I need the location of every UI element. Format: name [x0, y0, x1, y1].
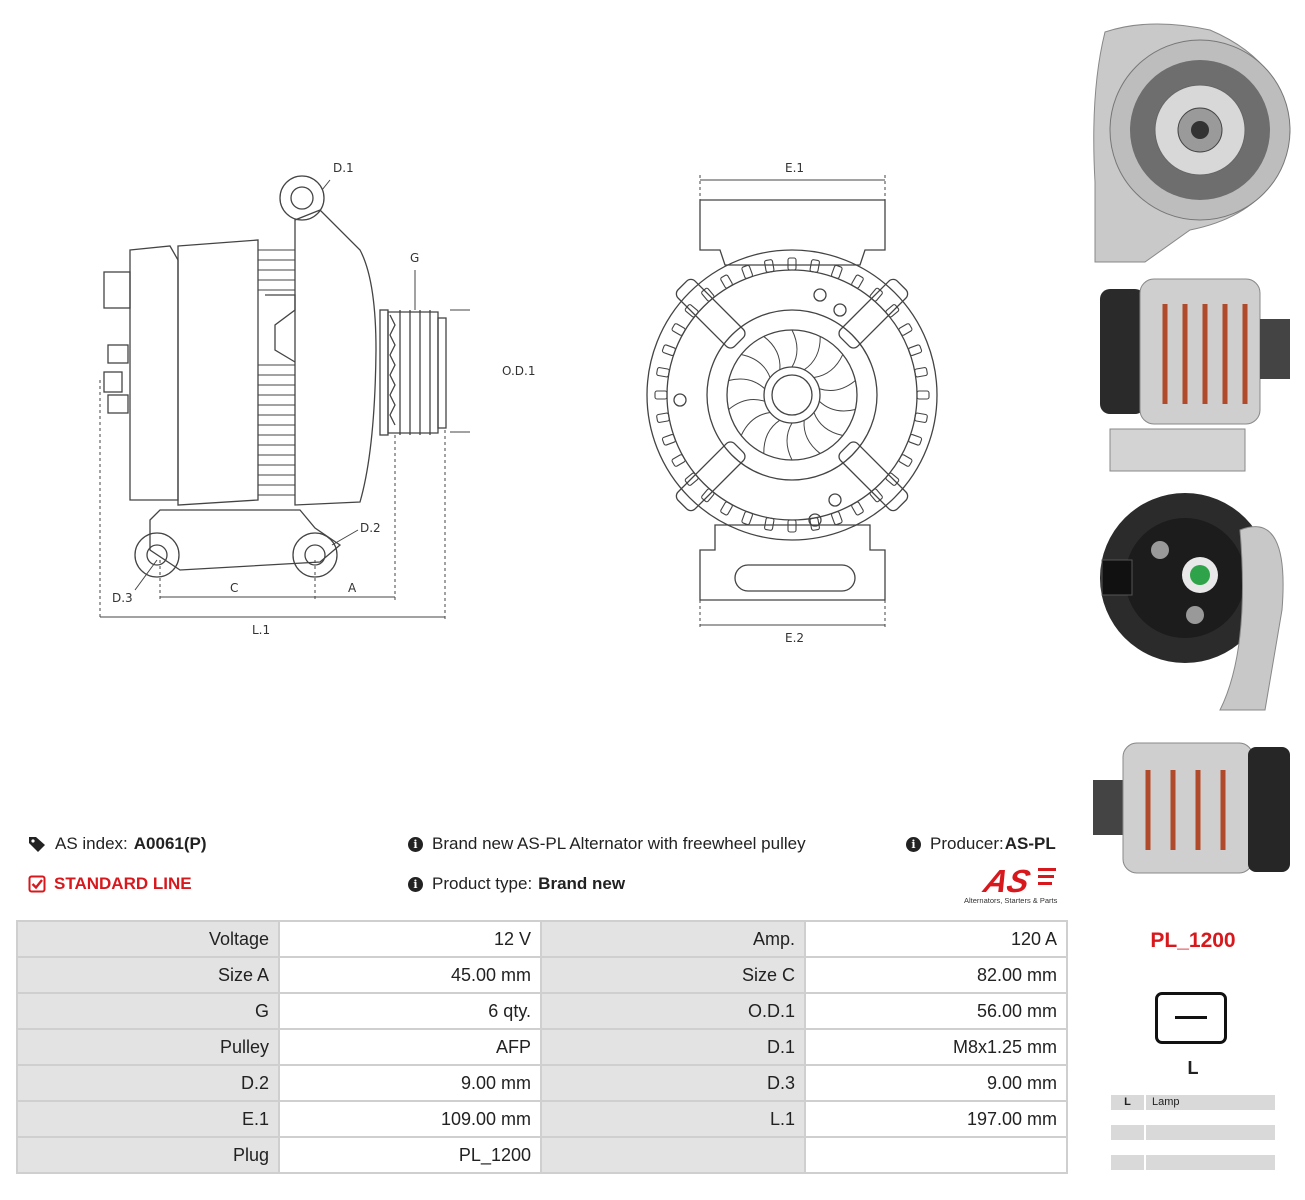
spec-value: 45.00 mm — [278, 956, 542, 994]
label-e2: E.2 — [785, 631, 804, 645]
product-type: i Product type: Brand new — [408, 874, 625, 894]
spec-label: D.2 — [16, 1064, 280, 1102]
as-index: AS index: A0061(P) — [28, 834, 207, 854]
label-e1: E.1 — [785, 161, 804, 175]
legend-text — [1146, 1155, 1275, 1170]
as-pl-logo: AS Alternators, Starters & Parts — [960, 862, 1070, 908]
spec-label — [540, 1136, 806, 1174]
check-square-icon — [28, 875, 46, 893]
label-d2: D.2 — [360, 521, 381, 535]
logo-text: AS — [979, 864, 1034, 896]
info-icon: i — [408, 836, 423, 852]
spec-label: Voltage — [16, 920, 280, 958]
spec-value: 56.00 mm — [804, 992, 1068, 1030]
alternator-rear-photo — [1100, 493, 1284, 711]
legend-text — [1146, 1125, 1275, 1140]
spec-label: G — [16, 992, 280, 1030]
product-type-label: Product type: — [432, 874, 533, 893]
spec-value: AFP — [278, 1028, 542, 1066]
spec-label: Size C — [540, 956, 806, 994]
alternator-pulley-side-photo — [1093, 742, 1290, 874]
producer-value: AS-PL — [1004, 834, 1056, 853]
spec-value: PL_1200 — [278, 1136, 542, 1174]
spec-value: 82.00 mm — [804, 956, 1068, 994]
standard-line-label: STANDARD LINE — [54, 874, 192, 893]
label-d1: D.1 — [333, 161, 354, 175]
standard-line: STANDARD LINE — [28, 874, 192, 894]
spec-label: L.1 — [540, 1100, 806, 1138]
spec-value: 9.00 mm — [278, 1064, 542, 1102]
spec-value: 197.00 mm — [804, 1100, 1068, 1138]
spec-value: 120 A — [804, 920, 1068, 958]
description-text: Brand new AS-PL Alternator with freewhee… — [432, 834, 806, 853]
spec-label: Amp. — [540, 920, 806, 958]
plug-pin-label: L — [1187, 1058, 1199, 1078]
label-od1: O.D.1 — [502, 364, 535, 378]
alternator-side-photo — [1100, 278, 1290, 472]
spec-label: Plug — [16, 1136, 280, 1174]
legend-key — [1111, 1125, 1144, 1140]
spec-value: 6 qty. — [278, 992, 542, 1030]
spec-value — [804, 1136, 1068, 1174]
spec-label: Size A — [16, 956, 280, 994]
logo-tagline: Alternators, Starters & Parts — [964, 896, 1058, 905]
product-type-value: Brand new — [538, 874, 626, 893]
label-g: G — [410, 251, 419, 265]
spec-value: 109.00 mm — [278, 1100, 542, 1138]
product-description: i Brand new AS-PL Alternator with freewh… — [408, 834, 806, 854]
alternator-front-photo — [1093, 23, 1291, 263]
label-c: C — [230, 581, 238, 595]
as-index-value: A0061(P) — [133, 834, 207, 853]
tags-icon — [29, 837, 45, 852]
as-logo-mark: AS — [979, 864, 1056, 899]
spec-value: 9.00 mm — [804, 1064, 1068, 1102]
plug-code: PL_1200 — [1150, 929, 1236, 952]
info-icon: i — [408, 876, 423, 892]
label-d3: D.3 — [112, 591, 133, 605]
legend-key — [1111, 1155, 1144, 1170]
legend-text: Lamp — [1146, 1095, 1275, 1110]
label-od1-holder: O.D.1 — [502, 364, 535, 378]
spec-label: O.D.1 — [540, 992, 806, 1030]
info-icon: i — [906, 836, 921, 852]
plug-pin-icon — [1175, 1016, 1207, 1019]
producer-label: Producer: — [930, 834, 1004, 853]
label-a: A — [348, 581, 357, 595]
front-view-drawing: E.1 E.2 — [646, 161, 938, 645]
legend-key: L — [1111, 1095, 1144, 1110]
plug-connector-diagram — [1155, 992, 1227, 1044]
spec-value: M8x1.25 mm — [804, 1028, 1068, 1066]
spec-label: D.3 — [540, 1064, 806, 1102]
spec-value: 12 V — [278, 920, 542, 958]
as-index-label: AS index: — [55, 834, 128, 853]
side-view-drawing: D.1 D.2 D.3 G C A L.1 — [99, 161, 470, 637]
label-l1: L.1 — [252, 623, 270, 637]
spec-label: E.1 — [16, 1100, 280, 1138]
producer: i Producer: AS-PL — [906, 834, 1056, 854]
spec-label: D.1 — [540, 1028, 806, 1066]
spec-label: Pulley — [16, 1028, 280, 1066]
